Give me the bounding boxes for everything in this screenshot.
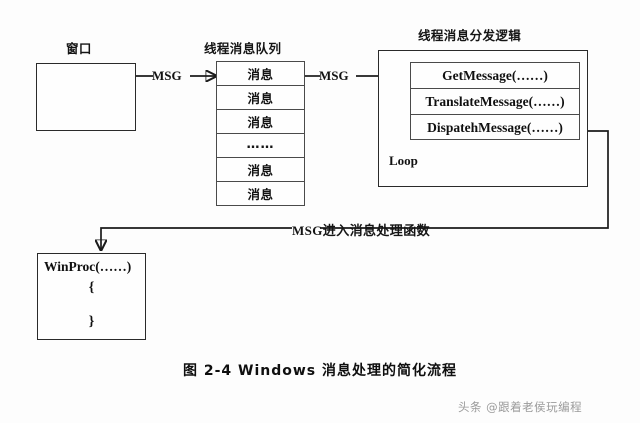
winproc-open-brace: { [88, 280, 95, 295]
queue-item[interactable]: 消息 [247, 187, 274, 202]
loop-label: Loop [389, 153, 418, 168]
watermark: 头条 @跟着老侯玩编程 [458, 400, 583, 414]
queue-item[interactable]: 消息 [217, 158, 304, 182]
queue-block-title: 线程消息队列 [204, 41, 282, 56]
dispatch-block-title: 线程消息分发逻辑 [418, 28, 522, 43]
winproc-block[interactable]: WinProc(……) { } [37, 253, 146, 340]
window-block-title: 窗口 [66, 41, 92, 56]
winproc-close-brace: } [88, 314, 95, 329]
queue-item[interactable]: 消息 [217, 110, 304, 134]
function-dispatchmessage[interactable]: DispatehMessage(……) [427, 119, 563, 135]
message-queue-block[interactable]: 消息 消息 消息 …… 消息 消息 [216, 61, 305, 206]
edge-label-dispatch-to-winproc: MSG进入消息处理函数 [292, 223, 431, 238]
figure-caption: 图 2-4 Windows 消息处理的简化流程 [182, 363, 458, 379]
queue-item[interactable]: 消息 [217, 62, 304, 86]
queue-item[interactable]: 消息 [217, 86, 304, 110]
window-block[interactable] [36, 63, 136, 131]
wire-msg3-to-winproc [101, 227, 292, 250]
queue-item-ellipsis: …… [217, 134, 304, 158]
edge-label-window-to-queue: MSG [152, 68, 182, 83]
edge-label-queue-to-dispatch: MSG [319, 68, 349, 83]
winproc-signature: WinProc(……) [44, 259, 132, 274]
message-loop-functions[interactable]: GetMessage(……) TranslateMessage(……) Disp… [410, 62, 580, 140]
function-translatemessage[interactable]: TranslateMessage(……) [411, 89, 579, 115]
function-getmessage[interactable]: GetMessage(……) [411, 63, 579, 89]
